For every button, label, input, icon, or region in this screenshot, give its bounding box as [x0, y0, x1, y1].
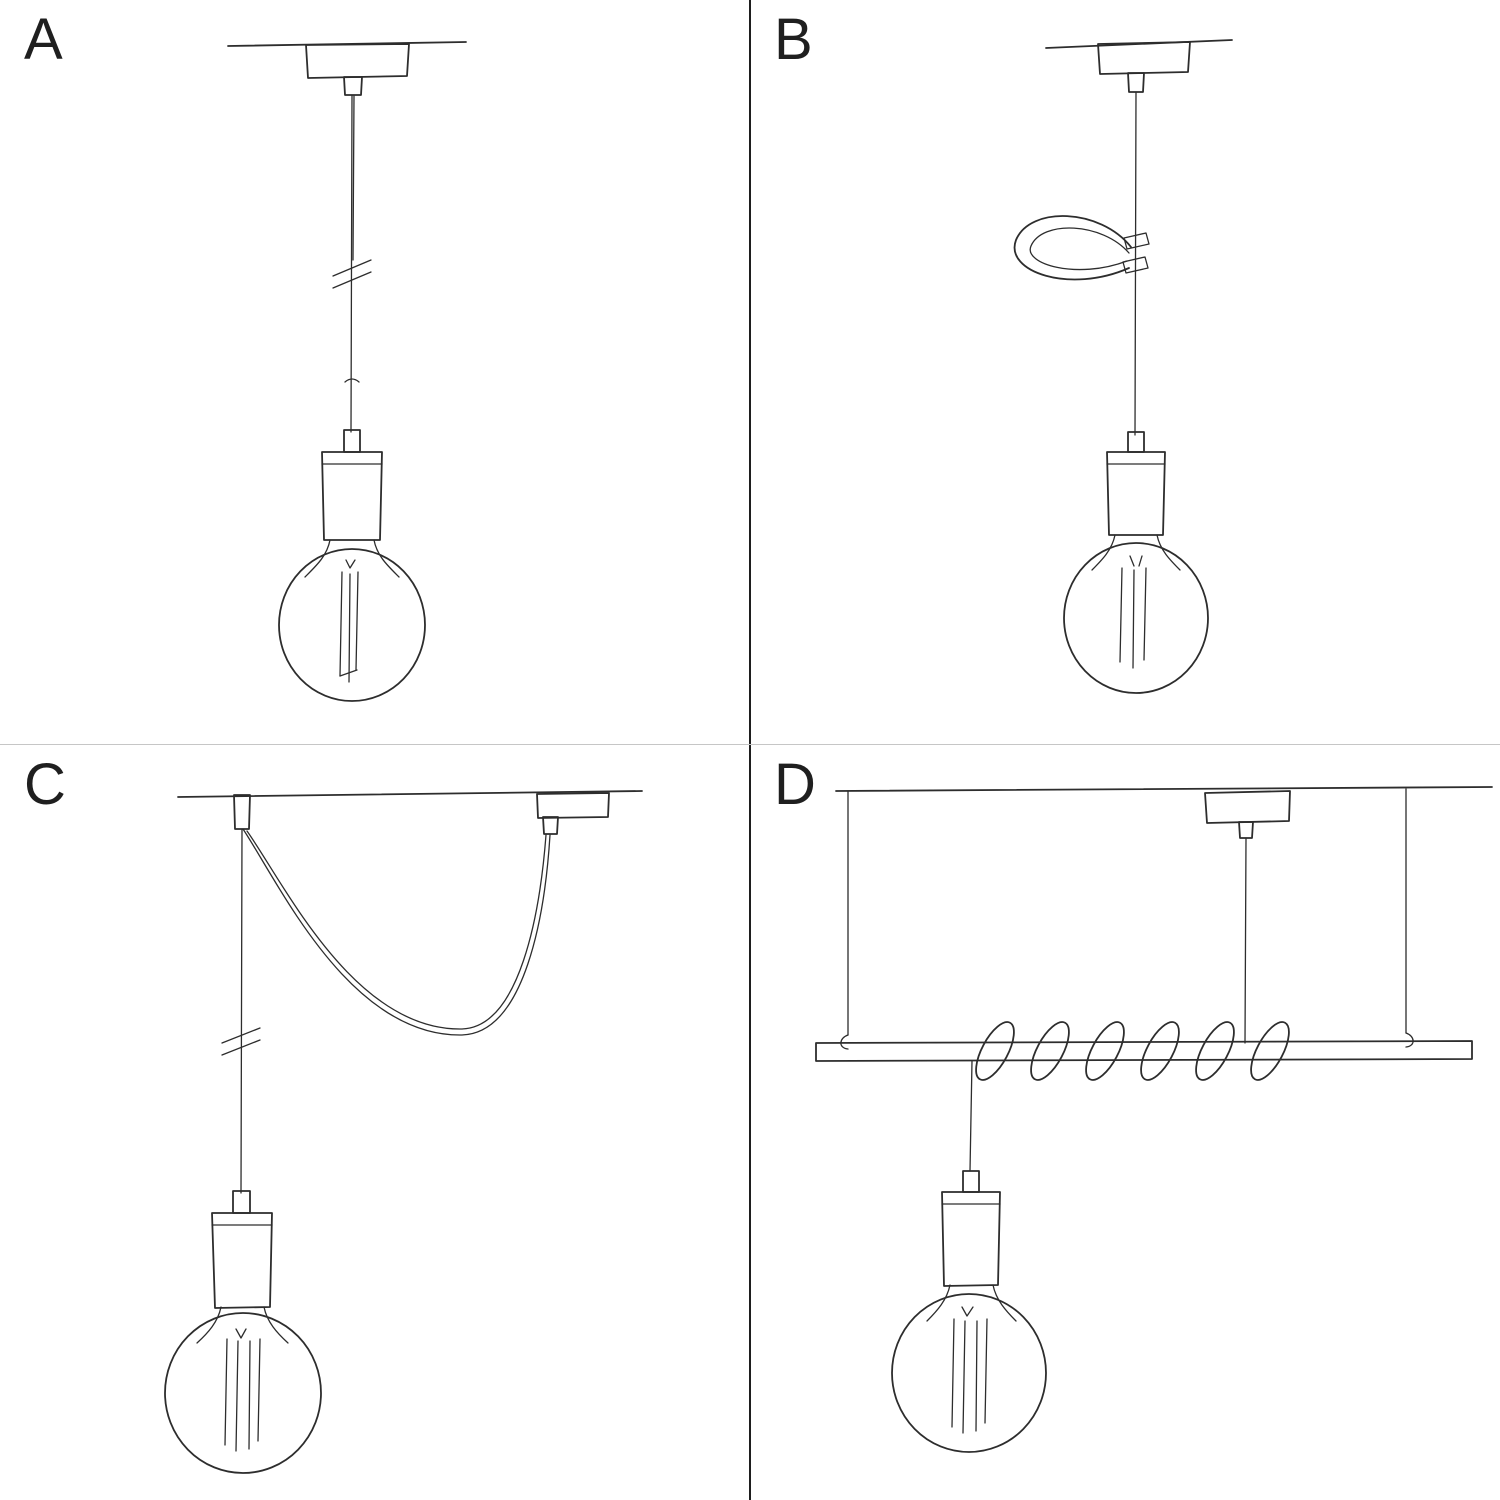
panel-a: A [0, 0, 750, 745]
panel-b: B [750, 0, 1500, 745]
ceiling-line [835, 786, 1493, 792]
panel-d: D [750, 745, 1500, 1500]
light-bulb [164, 1306, 322, 1474]
ceiling-rose [1204, 790, 1291, 1044]
pendant-cable [221, 828, 261, 1194]
lamp-holder [1106, 431, 1166, 536]
ceiling-rose [305, 43, 410, 96]
panel-label-a: A [24, 7, 64, 72]
wooden-bar [815, 1040, 1473, 1062]
cable-clip [1013, 215, 1150, 281]
pendant-cable [1134, 91, 1137, 436]
cable-coil [975, 1021, 1290, 1081]
light-bulb [278, 539, 426, 702]
ceiling-rose [536, 792, 610, 835]
lamp-holder [321, 429, 383, 541]
light-bulb [891, 1284, 1047, 1453]
vertical-divider [749, 0, 751, 1500]
lamp-holder [211, 1190, 273, 1309]
panel-label-d: D [774, 752, 817, 817]
pendant-wrapped-on-suspended-bar-sketch [815, 786, 1493, 1453]
ceiling-line [177, 790, 643, 798]
panel-label-b: B [774, 7, 814, 72]
suspension-wires [840, 788, 1414, 1050]
panel-label-c: C [24, 752, 67, 817]
swag-cable [242, 828, 551, 1036]
panel-c: C [0, 745, 750, 1500]
pendant-with-cable-clip-sketch [1013, 39, 1233, 694]
swag-hook [233, 794, 251, 830]
pendant-swag-hook-sketch [164, 790, 643, 1474]
pendant-straight-cable-sketch [227, 41, 467, 702]
pendant-cable [969, 1060, 973, 1172]
horizontal-divider [0, 744, 1500, 745]
pendant-cable [332, 94, 372, 433]
lamp-holder [941, 1170, 1001, 1287]
ceiling-rose [1097, 41, 1191, 93]
light-bulb [1063, 534, 1209, 694]
